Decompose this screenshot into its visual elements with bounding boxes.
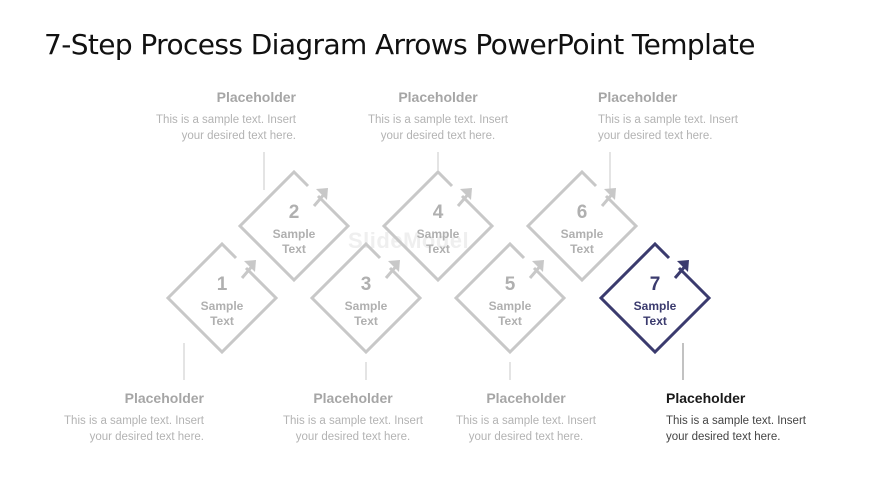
step-label-line2: Text: [570, 242, 594, 256]
diamond-outline: [525, 169, 639, 283]
caption-heading: Placeholder: [398, 89, 478, 105]
diamond-outline: [165, 241, 279, 355]
caption-body-line2: your desired text here.: [181, 130, 296, 142]
diamond-outline: [309, 241, 423, 355]
caption-body-line1: This is a sample text. Insert: [666, 415, 806, 427]
step-number: 2: [289, 202, 300, 223]
caption-body-line1: This is a sample text. Insert: [64, 415, 204, 427]
step-7-diamond: [598, 241, 712, 355]
caption-body-line1: This is a sample text. Insert: [598, 114, 738, 126]
arrow-head-icon: [244, 260, 256, 272]
caption-body-line1: This is a sample text. Insert: [456, 415, 596, 427]
caption-body-line1: This is a sample text. Insert: [156, 114, 296, 126]
caption-body-line1: This is a sample text. Insert: [283, 415, 423, 427]
step-number: 4: [433, 202, 444, 223]
caption-body-line2: your desired text here.: [89, 431, 204, 443]
arrow-head-icon: [460, 188, 472, 200]
step-number: 6: [577, 202, 588, 223]
caption-body-line2: your desired text here.: [295, 431, 411, 443]
diamond-outline: [453, 241, 567, 355]
step-label-line1: Sample: [417, 227, 460, 241]
step-number: 1: [217, 274, 228, 295]
caption-step-3: Placeholder This is a sample text. Inser…: [253, 389, 453, 445]
step-5-diamond: [453, 241, 567, 355]
step-label-line1: Sample: [201, 299, 244, 313]
step-label-line2: Text: [282, 242, 306, 256]
diamond-outline: [237, 169, 351, 283]
caption-step-7: Placeholder This is a sample text. Inser…: [666, 389, 866, 445]
arrow-head-icon: [677, 260, 689, 272]
caption-step-6: Placeholder This is a sample text. Inser…: [598, 88, 798, 144]
caption-heading: Placeholder: [216, 89, 296, 105]
caption-heading: Placeholder: [598, 89, 678, 105]
caption-heading: Placeholder: [124, 390, 204, 406]
caption-step-4: Placeholder This is a sample text. Inser…: [338, 88, 538, 144]
step-number: 5: [505, 274, 516, 295]
diamond-outline: [598, 241, 712, 355]
step-4-diamond: [381, 169, 495, 283]
caption-body-line2: your desired text here.: [598, 130, 713, 142]
step-3-diamond: [309, 241, 423, 355]
caption-body-line2: your desired text here.: [380, 130, 496, 142]
step-label-line2: Text: [498, 314, 522, 328]
caption-step-1: Placeholder This is a sample text. Inser…: [4, 389, 204, 445]
step-number: 7: [650, 274, 661, 295]
step-number: 3: [361, 274, 372, 295]
step-label-line2: Text: [210, 314, 234, 328]
arrow-head-icon: [388, 260, 400, 272]
step-2-diamond: [237, 169, 351, 283]
arrow-head-icon: [316, 188, 328, 200]
step-1-diamond: [165, 241, 279, 355]
step-label-line1: Sample: [489, 299, 532, 313]
step-6-diamond: [525, 169, 639, 283]
caption-body-line1: This is a sample text. Insert: [368, 114, 508, 126]
caption-body-line2: your desired text here.: [468, 431, 584, 443]
step-label-line2: Text: [354, 314, 378, 328]
caption-step-2: Placeholder This is a sample text. Inser…: [96, 88, 296, 144]
step-label-line1: Sample: [634, 299, 677, 313]
caption-body-line2: your desired text here.: [666, 431, 781, 443]
step-label-line1: Sample: [345, 299, 388, 313]
step-label-line2: Text: [643, 314, 667, 328]
diamond-outline: [381, 169, 495, 283]
caption-step-5: Placeholder This is a sample text. Inser…: [426, 389, 626, 445]
step-label-line1: Sample: [561, 227, 604, 241]
arrow-head-icon: [532, 260, 544, 272]
arrow-head-icon: [604, 188, 616, 200]
caption-heading: Placeholder: [666, 390, 746, 406]
caption-heading: Placeholder: [486, 390, 566, 406]
step-label-line1: Sample: [273, 227, 316, 241]
slide-title: 7-Step Process Diagram Arrows PowerPoint…: [44, 28, 755, 61]
step-label-line2: Text: [426, 242, 450, 256]
caption-heading: Placeholder: [313, 390, 393, 406]
